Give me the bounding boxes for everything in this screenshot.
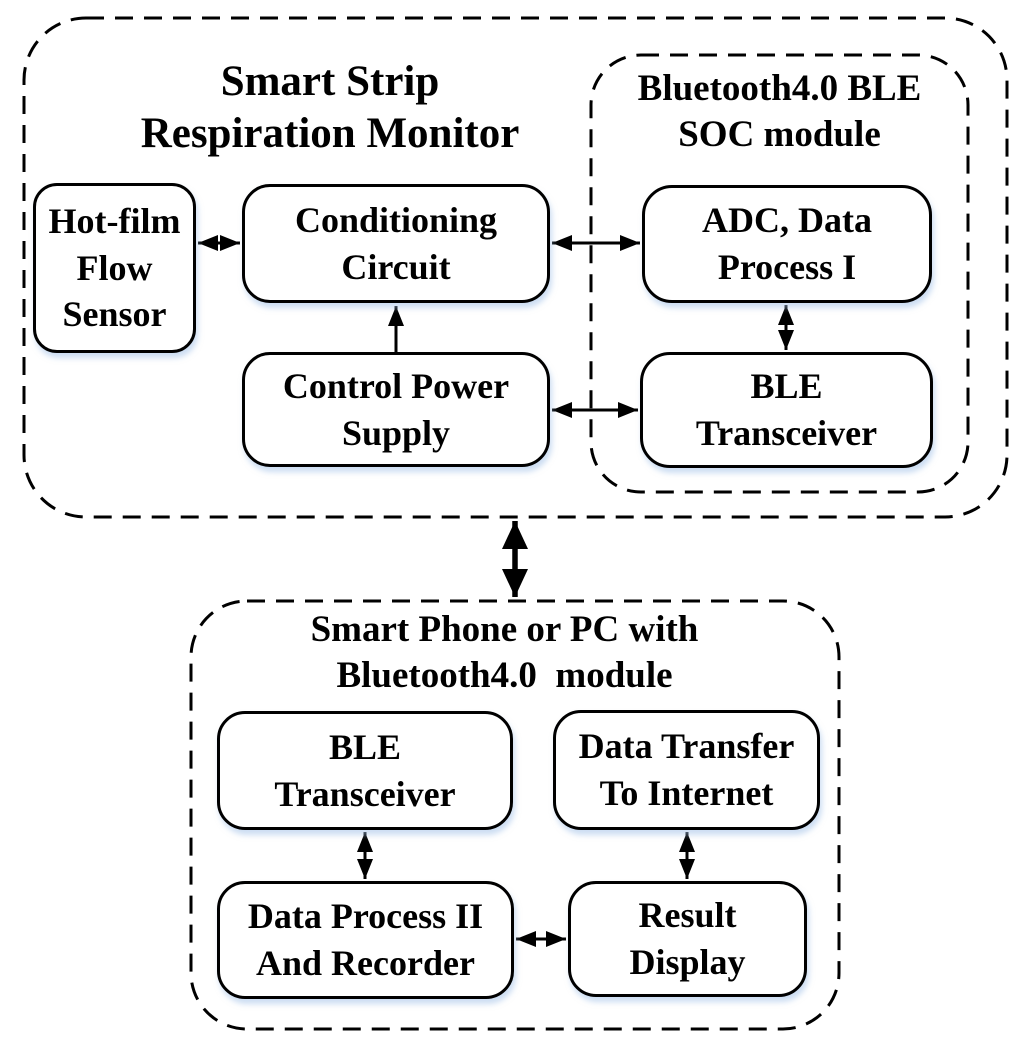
ble-transceiver-phone-node: BLE Transceiver [217, 711, 513, 830]
adc-data-process-node: ADC, Data Process I [642, 185, 932, 303]
soc-module-container-border [589, 53, 970, 494]
result-display-node: Result Display [568, 881, 807, 997]
conditioning-circuit-node: Conditioning Circuit [242, 184, 550, 303]
data-transfer-internet-node: Data Transfer To Internet [553, 710, 820, 830]
hot-film-flow-sensor-node: Hot-film Flow Sensor [33, 183, 196, 353]
soc-module-title: Bluetooth4.0 BLE SOC module [637, 68, 922, 155]
bottom-system-container-border [189, 599, 841, 1031]
top-system-container-border [22, 16, 1009, 519]
top-system-title: Smart Strip Respiration Monitor [140, 58, 520, 158]
data-process-recorder-node: Data Process II And Recorder [217, 881, 514, 999]
bottom-system-title: Smart Phone or PC with Bluetooth4.0 modu… [310, 609, 699, 696]
ble-transceiver-soc-node: BLE Transceiver [640, 352, 933, 468]
control-power-supply-node: Control Power Supply [242, 352, 550, 467]
